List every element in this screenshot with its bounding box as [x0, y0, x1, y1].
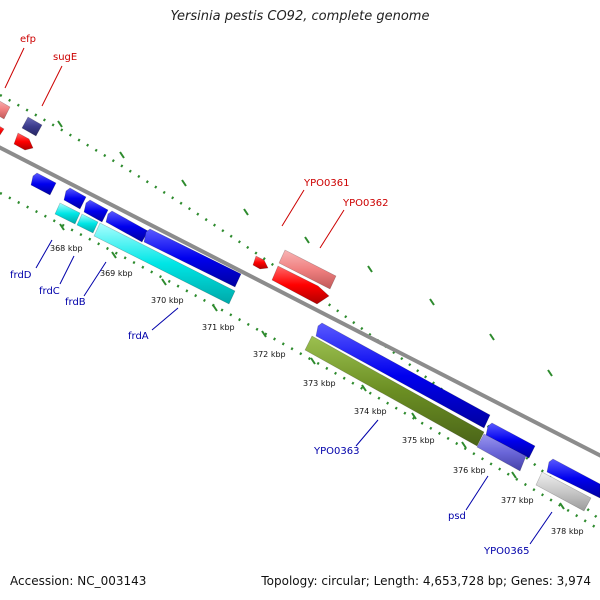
- map-title: Yersinia pestis CO92, complete genome: [170, 9, 430, 24]
- inner-tick-ring: [0, 191, 600, 532]
- tick-label: 377 kbp: [501, 496, 534, 505]
- tick-label: 378 kbp: [551, 527, 584, 536]
- label-efp[interactable]: efp: [20, 34, 36, 45]
- label-YPO0362[interactable]: YPO0362: [342, 198, 388, 209]
- gene-blue-4[interactable]: [546, 458, 600, 499]
- gene-red-small-2[interactable]: [13, 132, 34, 151]
- gene-YPO0362[interactable]: [271, 265, 330, 305]
- forward-genes: [0, 100, 337, 305]
- label-sugE[interactable]: sugE: [53, 52, 77, 63]
- tick-label: 374 kbp: [354, 407, 387, 416]
- label-frdA[interactable]: frdA: [128, 331, 149, 342]
- gene-YPO0361-pink[interactable]: [278, 249, 337, 290]
- gene-frdD-cyan[interactable]: [54, 202, 81, 225]
- gene-YPO0361[interactable]: [252, 255, 269, 270]
- label-leaders: [4, 47, 553, 545]
- label-YPO0365[interactable]: YPO0365: [483, 546, 529, 557]
- label-frdC[interactable]: frdC: [39, 286, 60, 297]
- label-YPO0361[interactable]: YPO0361: [303, 178, 349, 189]
- genome-backbone: [0, 145, 600, 458]
- accession-text: Accession: NC_003143: [10, 574, 147, 588]
- tick-label: 368 kbp: [50, 244, 83, 253]
- gene-blue-2[interactable]: [63, 187, 87, 210]
- tick-label: 375 kbp: [402, 436, 435, 445]
- tick-labels: 368 kbp 369 kbp 370 kbp 371 kbp 372 kbp …: [50, 244, 584, 536]
- gene-YPO0363[interactable]: [304, 335, 485, 447]
- label-psd[interactable]: psd: [448, 511, 466, 522]
- gene-frdB-frdA-cyan[interactable]: [93, 222, 236, 305]
- gene-frdC-cyan[interactable]: [76, 213, 99, 234]
- gene-labels: efp sugE YPO0361 YPO0362 frdD frdC frdB …: [10, 34, 529, 557]
- gene-frdC-blue[interactable]: [105, 210, 149, 243]
- gene-frdD[interactable]: [83, 199, 109, 223]
- tick-label: 376 kbp: [453, 466, 486, 475]
- gene-YPO0365[interactable]: [535, 471, 592, 512]
- label-YPO0363[interactable]: YPO0363: [313, 446, 359, 457]
- tick-label: 370 kbp: [151, 296, 184, 305]
- tick-label: 372 kbp: [253, 350, 286, 359]
- tick-label: 371 kbp: [202, 323, 235, 332]
- reverse-genes: [30, 172, 600, 512]
- label-frdD[interactable]: frdD: [10, 270, 32, 281]
- gene-YPO0363-blue[interactable]: [315, 322, 491, 429]
- tick-label: 373 kbp: [303, 379, 336, 388]
- label-frdB[interactable]: frdB: [65, 297, 86, 308]
- inner-major-ticks: [59, 223, 565, 510]
- gene-psd[interactable]: [476, 433, 527, 472]
- gene-blue-1[interactable]: [30, 172, 57, 196]
- outer-major-ticks: [57, 120, 553, 377]
- genome-summary-text: Topology: circular; Length: 4,653,728 bp…: [261, 574, 591, 588]
- gene-frdA-blue[interactable]: [143, 228, 242, 288]
- gene-efp[interactable]: [0, 100, 11, 120]
- gene-red-small-1[interactable]: [0, 124, 5, 138]
- tick-label: 369 kbp: [100, 269, 133, 278]
- gene-sugE[interactable]: [21, 116, 43, 137]
